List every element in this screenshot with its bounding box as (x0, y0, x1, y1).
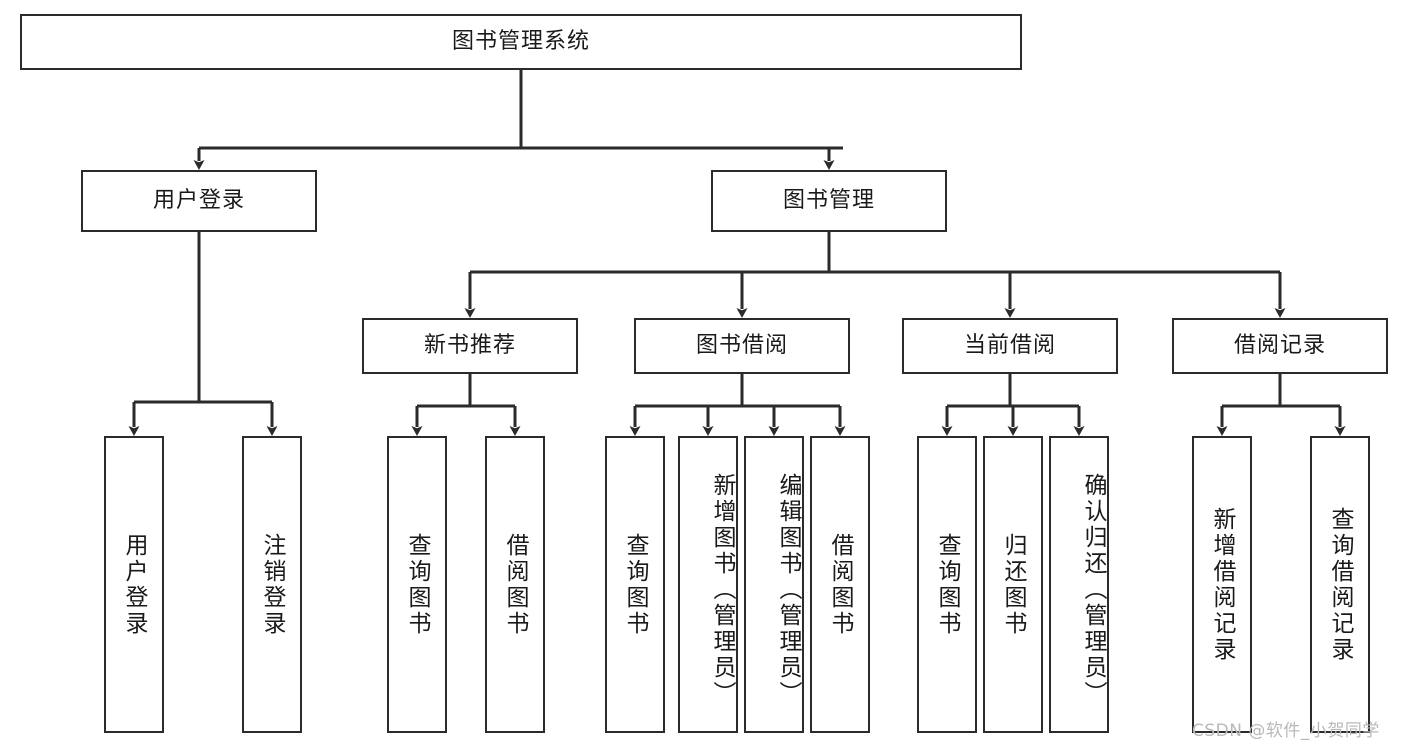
node-label: 借阅图书 (827, 532, 854, 637)
node-current-borrow[interactable]: 当前借阅 (902, 318, 1118, 374)
node-book-borrow[interactable]: 图书借阅 (634, 318, 850, 374)
node-new-book-recommend[interactable]: 新书推荐 (362, 318, 578, 374)
node-root-system[interactable]: 图书管理系统 (20, 14, 1022, 70)
node-label: 图书管理系统 (451, 28, 590, 54)
node-label: 归还图书 (1000, 532, 1027, 637)
node-leaf-logout[interactable]: 注销登录 (242, 436, 302, 733)
node-leaf-borrow-book-1[interactable]: 借阅图书 (485, 436, 545, 733)
node-label: 用户登录 (121, 532, 148, 637)
node-label: 用户登录 (152, 187, 245, 213)
node-user-login[interactable]: 用户登录 (81, 170, 317, 232)
node-leaf-add-book[interactable]: 新增图书（管理员） (678, 436, 738, 733)
node-leaf-return-book[interactable]: 归还图书 (983, 436, 1043, 733)
node-leaf-query-book-3[interactable]: 查询图书 (917, 436, 977, 733)
node-leaf-query-book-2[interactable]: 查询图书 (605, 436, 665, 733)
node-label: 查询图书 (404, 532, 431, 637)
node-leaf-confirm-return[interactable]: 确认归还（管理员） (1049, 436, 1109, 733)
node-leaf-user-login[interactable]: 用户登录 (104, 436, 164, 733)
node-label: 图书管理 (782, 187, 875, 213)
node-label: 新增图书（管理员） (709, 472, 735, 707)
node-label: 注销登录 (259, 532, 286, 637)
node-label: 确认归还（管理员） (1080, 472, 1106, 707)
node-label: 借阅图书 (502, 532, 529, 637)
node-label: 新增借阅记录 (1209, 506, 1236, 663)
node-label: 借阅记录 (1233, 332, 1326, 358)
node-leaf-borrow-book-2[interactable]: 借阅图书 (810, 436, 870, 733)
node-book-manage[interactable]: 图书管理 (711, 170, 947, 232)
node-leaf-query-book-1[interactable]: 查询图书 (387, 436, 447, 733)
node-label: 当前借阅 (963, 332, 1056, 358)
node-borrow-record[interactable]: 借阅记录 (1172, 318, 1388, 374)
node-leaf-add-record[interactable]: 新增借阅记录 (1192, 436, 1252, 733)
node-label: 查询借阅记录 (1327, 506, 1354, 663)
node-label: 图书借阅 (695, 332, 788, 358)
node-label: 新书推荐 (423, 332, 516, 358)
node-label: 编辑图书（管理员） (775, 472, 801, 707)
node-leaf-edit-book[interactable]: 编辑图书（管理员） (744, 436, 804, 733)
node-label: 查询图书 (934, 532, 961, 637)
node-label: 查询图书 (622, 532, 649, 637)
node-leaf-query-record[interactable]: 查询借阅记录 (1310, 436, 1370, 733)
